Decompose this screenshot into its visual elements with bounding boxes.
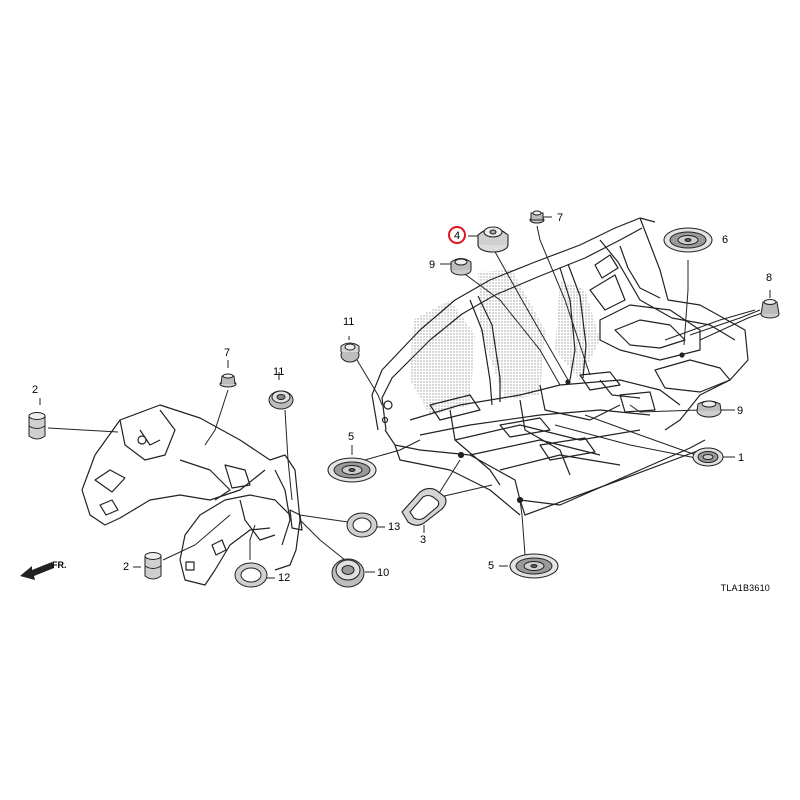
- drawing-code: TLA1B3610: [720, 583, 770, 593]
- callout-11-right[interactable]: 11: [343, 316, 355, 328]
- part-8-clip: [760, 299, 780, 319]
- callout-5-upper[interactable]: 5: [348, 431, 355, 443]
- callout-3[interactable]: 3: [420, 534, 427, 546]
- callout-2-bottom[interactable]: 2: [123, 561, 130, 573]
- part-11-grommet-right: [340, 342, 360, 363]
- callout-11-left[interactable]: 11: [273, 366, 285, 378]
- callout-7-left[interactable]: 7: [224, 347, 231, 359]
- highlight-ring-4: [448, 226, 466, 244]
- part-7-clip-top: [529, 210, 545, 224]
- callout-2-top[interactable]: 2: [32, 384, 39, 396]
- front-direction-label: FR.: [52, 560, 67, 570]
- part-5-plug-lower: [509, 553, 559, 579]
- callout-9-mid[interactable]: 9: [737, 405, 744, 417]
- front-structure: [81, 404, 303, 586]
- part-11-grommet-left: [268, 390, 294, 410]
- part-13-grommet: [346, 512, 378, 538]
- callout-7-top[interactable]: 7: [557, 212, 564, 224]
- callout-8[interactable]: 8: [766, 272, 773, 284]
- front-arrow-icon: [20, 562, 54, 580]
- part-9-grommet-top: [450, 258, 472, 276]
- part-9-grommet-mid: [696, 400, 722, 418]
- leader-lines: [39, 216, 771, 579]
- callout-13[interactable]: 13: [388, 521, 401, 533]
- part-2-bumper-top: [28, 412, 46, 440]
- part-10-grommet: [331, 558, 365, 588]
- callout-6[interactable]: 6: [722, 234, 729, 246]
- part-2-bumper-bottom: [144, 552, 162, 580]
- callout-12[interactable]: 12: [278, 572, 291, 584]
- part-1-plug: [692, 447, 724, 467]
- part-3-oval-grommet: [401, 487, 447, 526]
- callout-10[interactable]: 10: [377, 567, 390, 579]
- callout-4[interactable]: 4: [454, 230, 461, 242]
- part-7-clip-left: [219, 373, 237, 388]
- floor-body: [371, 217, 749, 516]
- callout-1[interactable]: 1: [738, 452, 745, 464]
- part-4-grommet: [477, 226, 509, 253]
- part-12-grommet: [234, 562, 268, 588]
- part-5-plug-upper: [327, 457, 377, 483]
- part-6-plug: [663, 227, 713, 253]
- callout-5-lower[interactable]: 5: [488, 560, 495, 572]
- callout-9-top[interactable]: 9: [429, 259, 436, 271]
